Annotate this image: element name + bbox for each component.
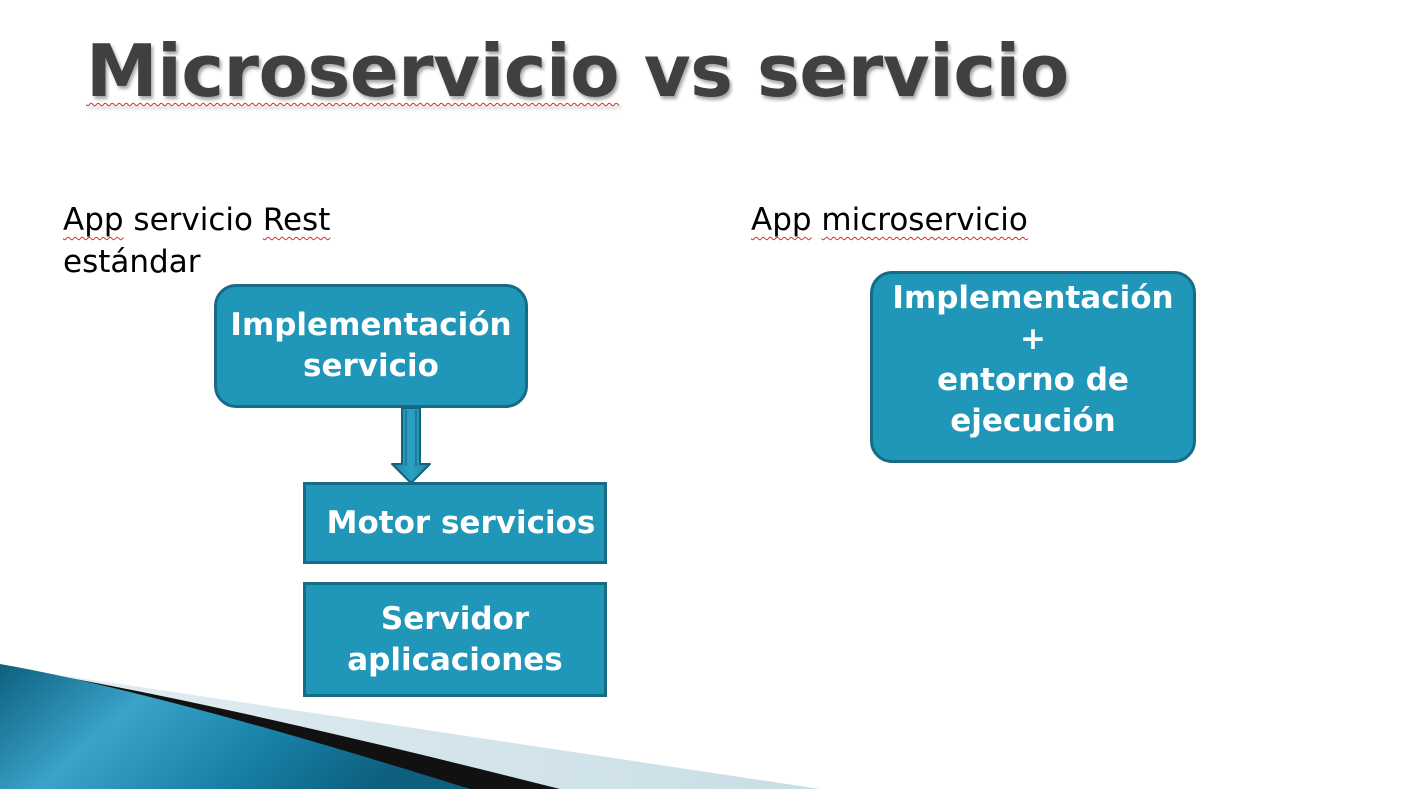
implementacion-entorno-box: Implementación + entorno de ejecución bbox=[870, 271, 1196, 463]
box-line: servicio bbox=[303, 348, 439, 384]
box-line: entorno de bbox=[937, 362, 1129, 398]
left-heading-rest: Rest bbox=[262, 202, 331, 238]
right-heading: App microservicio bbox=[751, 199, 1028, 241]
box-line: Implementación bbox=[230, 307, 512, 343]
down-arrow-connector bbox=[391, 407, 431, 484]
slide-title: Microservicio vs servicio bbox=[86, 28, 1069, 114]
title-rest: vs servicio bbox=[619, 29, 1069, 113]
left-heading: App servicio Rest estándar bbox=[63, 199, 403, 283]
box-line: + bbox=[1020, 321, 1046, 357]
title-word-microservicio: Microservicio bbox=[86, 29, 620, 113]
motor-servicios-box: Motor servicios bbox=[303, 482, 607, 564]
right-heading-app: App bbox=[751, 202, 812, 238]
left-heading-servicio: servicio bbox=[123, 202, 263, 238]
right-heading-space bbox=[812, 202, 822, 238]
swoosh-blue bbox=[0, 664, 470, 789]
servidor-aplicaciones-box: Servidor aplicaciones bbox=[303, 582, 607, 697]
box-line: Implementación bbox=[892, 280, 1174, 316]
left-heading-estandar: estándar bbox=[63, 244, 201, 280]
box-line: aplicaciones bbox=[347, 641, 563, 678]
box-line: Motor servicios bbox=[326, 504, 596, 541]
left-heading-app: App bbox=[63, 202, 124, 238]
box-line: Servidor bbox=[380, 600, 530, 637]
implementacion-servicio-box: Implementación servicio bbox=[214, 284, 528, 408]
decorative-swoosh bbox=[0, 664, 820, 789]
box-line: ejecución bbox=[950, 403, 1116, 439]
right-heading-microservicio: microservicio bbox=[821, 202, 1028, 238]
